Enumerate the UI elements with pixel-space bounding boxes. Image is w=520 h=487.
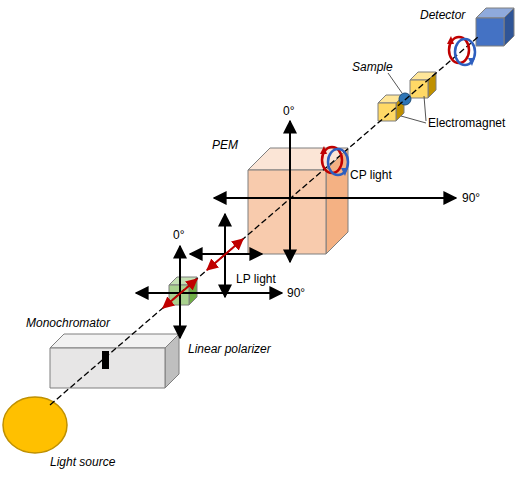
light-label: LP light	[236, 272, 276, 286]
angle-label: 0°	[173, 228, 184, 242]
detector	[504, 8, 514, 46]
cp-arrows	[447, 36, 475, 66]
beam	[50, 37, 478, 405]
leader-line	[401, 116, 426, 123]
lp-arrow	[207, 239, 243, 270]
electromagnet	[410, 80, 428, 98]
axis	[136, 292, 282, 294]
light-label: CP light	[350, 168, 392, 182]
part-name: Sample	[352, 60, 393, 74]
light-source	[3, 397, 67, 453]
lp-arrow	[163, 279, 197, 308]
electromagnet	[378, 103, 396, 121]
monochromator	[50, 334, 179, 348]
part-name: Electromagnet	[428, 116, 505, 130]
detector	[476, 18, 504, 46]
angle-label: 90°	[287, 286, 305, 300]
axis	[214, 197, 456, 199]
part-name: PEM	[212, 138, 238, 152]
leader-line	[388, 73, 402, 93]
pem	[326, 148, 348, 254]
part-name: Monochromator	[26, 316, 110, 330]
part-name: Detector	[420, 8, 465, 22]
monochromator	[50, 348, 165, 388]
slit	[102, 351, 109, 369]
monochromator	[165, 334, 179, 388]
leader-line	[424, 96, 426, 121]
pem	[248, 170, 326, 254]
cp-arrows	[320, 146, 348, 176]
angle-label: 90°	[462, 191, 480, 205]
part-name: Linear polarizer	[188, 342, 271, 356]
axis	[289, 121, 291, 262]
part-name: Light source	[50, 455, 115, 469]
angle-label: 0°	[283, 104, 294, 118]
